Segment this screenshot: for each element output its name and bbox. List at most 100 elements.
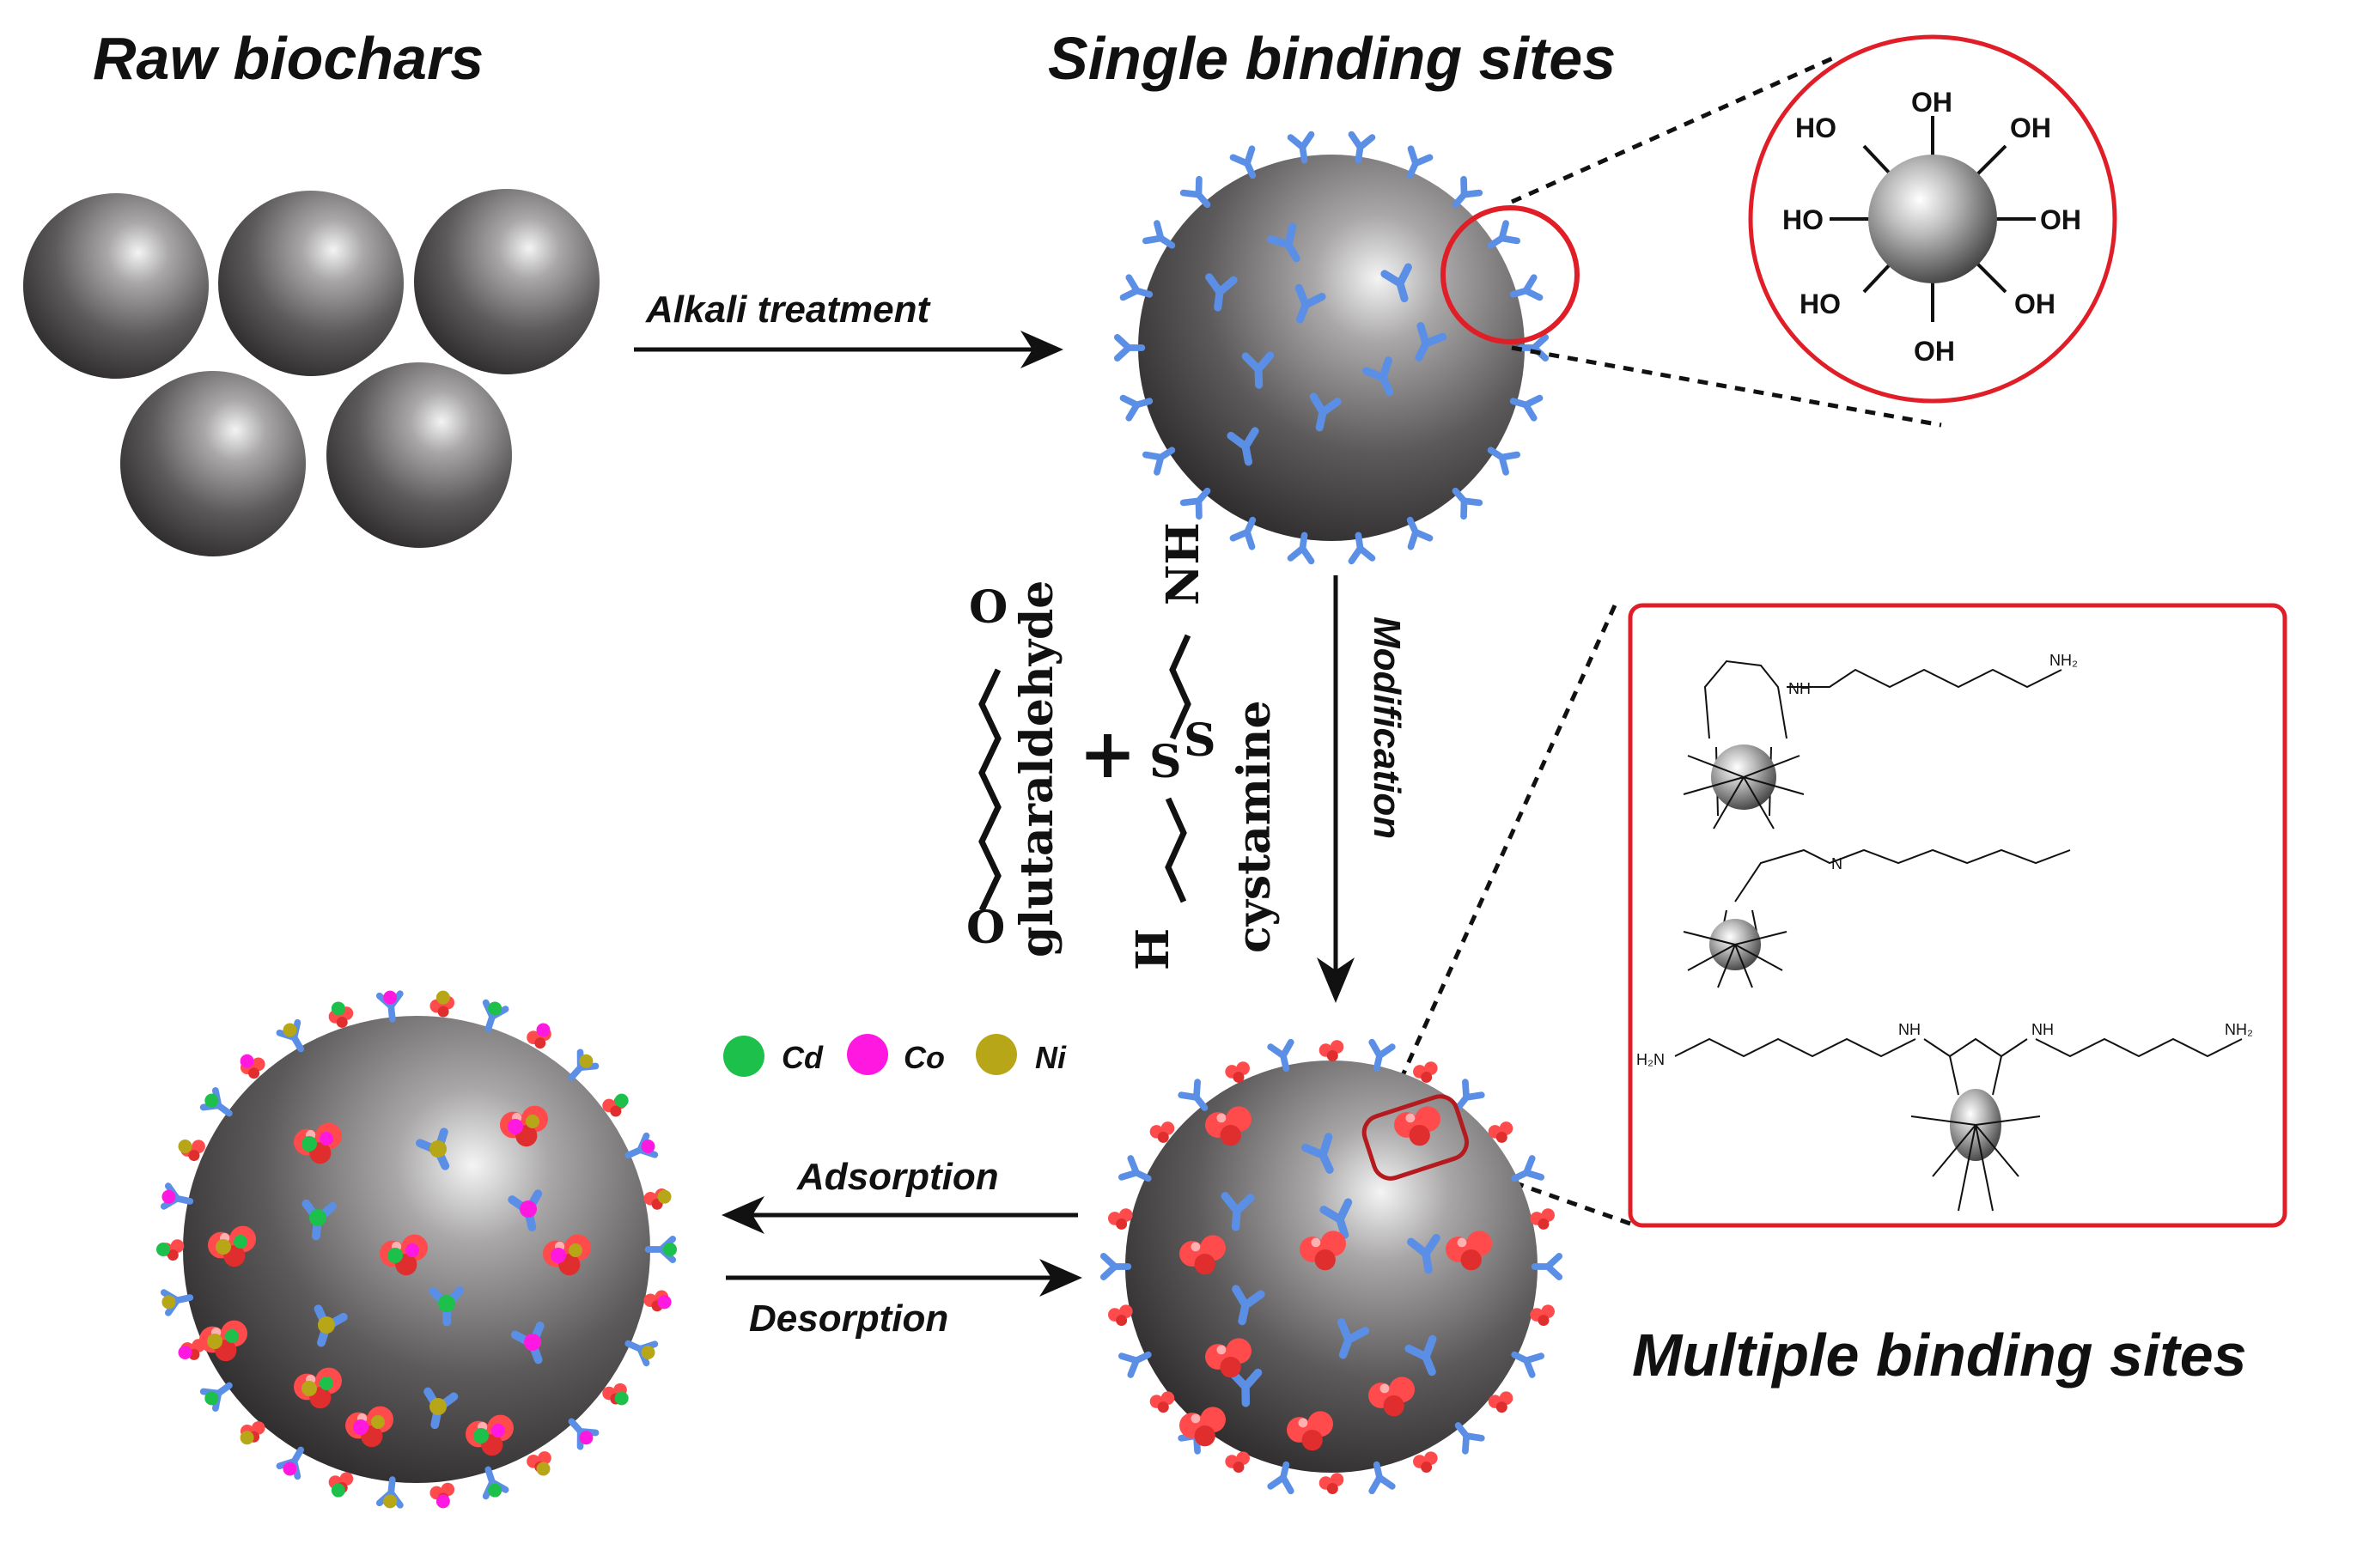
- alkali-treatment-label: Alkali treatment: [645, 289, 931, 331]
- metal-ion: [657, 1189, 672, 1204]
- single-site-sphere: [1118, 53, 1942, 561]
- amine-binding-site: [1149, 1391, 1175, 1413]
- metal-ion: [387, 1248, 403, 1263]
- y-binding-site: [1104, 1256, 1129, 1277]
- metal-ion: [234, 1235, 247, 1249]
- modified-sphere: [1104, 1040, 1559, 1494]
- plus-sign: +: [1079, 713, 1136, 793]
- cd-marker: [723, 1036, 764, 1077]
- hydroxyl-label: HO: [1800, 289, 1841, 319]
- metal-legend: Cd Co Ni: [723, 1034, 1067, 1077]
- glutaraldehyde-label: glutaraldehyde: [1011, 580, 1063, 957]
- cystamine-chain: [1165, 634, 1191, 903]
- metal-ion: [161, 1189, 176, 1204]
- metal-ion: [178, 1345, 192, 1359]
- metal-ion: [526, 1115, 539, 1128]
- metal-ion: [473, 1428, 489, 1443]
- y-binding-site: [1535, 1256, 1560, 1277]
- metal-ion: [614, 1093, 629, 1108]
- metal-ion: [429, 1140, 447, 1158]
- desorption-arrow: Desorption: [726, 1259, 1082, 1340]
- metal-ion: [309, 1209, 326, 1226]
- metal-ion: [657, 1295, 672, 1310]
- hydroxyl-label: OH: [2010, 112, 2051, 143]
- metal-ion: [283, 1023, 297, 1037]
- amine-binding-site: [1530, 1304, 1555, 1327]
- metal-ion: [429, 1398, 447, 1415]
- amine-binding-site: [1413, 1451, 1438, 1474]
- metal-ion: [579, 1431, 594, 1445]
- metal-ion: [520, 1200, 537, 1218]
- title-raw-biochars: Raw biochars: [93, 25, 484, 92]
- metal-ion: [320, 1377, 333, 1390]
- structure-nh: NH: [2031, 1021, 2054, 1038]
- metal-ion: [663, 1243, 677, 1256]
- co-marker: [847, 1034, 888, 1075]
- cystamine-label: cystamine: [1228, 700, 1281, 953]
- modification-arrow: Modification: [1317, 575, 1408, 1003]
- metal-ion: [240, 1054, 254, 1068]
- metal-ion: [405, 1243, 419, 1257]
- metal-ion: [320, 1132, 333, 1146]
- metal-ion: [161, 1295, 176, 1310]
- metal-ion: [435, 1494, 450, 1509]
- hydroxyl-label: OH: [2040, 204, 2081, 235]
- amine-binding-site: [1108, 1304, 1133, 1327]
- amine-binding-site: [1108, 1208, 1133, 1230]
- raw-biochar-spheres: [23, 189, 600, 556]
- hydroxyl-label: OH: [2014, 289, 2055, 319]
- amine-binding-site: [1318, 1473, 1344, 1494]
- metal-ion: [536, 1462, 551, 1476]
- y-binding-site: [1118, 337, 1142, 358]
- hydroxyl-label: HO: [1782, 204, 1824, 235]
- cystamine-s1: S: [1149, 736, 1182, 788]
- metal-ion: [438, 1295, 455, 1312]
- glutaraldehyde-o-bottom: O: [966, 902, 1005, 954]
- metal-ion: [216, 1239, 231, 1255]
- metal-ion: [371, 1415, 385, 1429]
- metal-ion: [641, 1345, 655, 1359]
- cystamine-s2: S: [1184, 714, 1216, 767]
- metal-ion: [204, 1391, 219, 1406]
- metal-ion: [579, 1054, 594, 1068]
- metal-ion: [318, 1316, 335, 1334]
- metal-ion: [435, 990, 450, 1005]
- metal-ion: [178, 1140, 192, 1154]
- raw-sphere: [218, 191, 404, 376]
- glutaraldehyde-o-top: O: [969, 581, 1008, 634]
- metal-ion: [524, 1334, 541, 1351]
- metal-ion: [383, 1494, 398, 1509]
- metal-ion: [331, 1483, 345, 1498]
- metal-ion: [569, 1243, 582, 1257]
- zoom-circle: [1440, 205, 1580, 344]
- hydroxyl-label: HO: [1795, 112, 1836, 143]
- title-multiple-binding-sites: Multiple binding sites: [1632, 1322, 2247, 1389]
- loaded-sites: [156, 991, 677, 1509]
- amine-binding-site: [1530, 1208, 1555, 1230]
- glutaraldehyde-chain: [978, 668, 1002, 912]
- adsorption-label: Adsorption: [796, 1156, 999, 1198]
- metal-ion: [383, 990, 398, 1005]
- structure-h2n: H₂N: [1636, 1051, 1665, 1068]
- ni-marker: [976, 1034, 1017, 1075]
- metal-ion: [156, 1243, 170, 1256]
- raw-sphere: [414, 189, 600, 374]
- legend-cd: Cd: [782, 1040, 824, 1075]
- structure-nh: NH: [1788, 680, 1811, 697]
- metal-ion: [204, 1093, 219, 1108]
- structure-nh2: NH₂: [2225, 1021, 2253, 1038]
- legend-co: Co: [904, 1040, 945, 1075]
- desorption-label: Desorption: [749, 1298, 948, 1340]
- hydroxyl-zoom-inset: HO OH OH HO OH HO OH OH: [1748, 34, 2117, 404]
- raw-sphere: [120, 371, 306, 556]
- hydroxyl-label: OH: [1911, 87, 1952, 118]
- metal-ion: [508, 1119, 523, 1134]
- structure-n: N: [1831, 855, 1842, 872]
- raw-sphere: [326, 362, 512, 548]
- metal-ion: [488, 1483, 502, 1498]
- metal-ion: [614, 1391, 629, 1406]
- adsorption-arrow: Adsorption: [722, 1156, 1078, 1234]
- modification-label: Modification: [1366, 617, 1408, 839]
- reagents-group: glutaraldehyde O O + H S S NH cystamine: [966, 522, 1281, 970]
